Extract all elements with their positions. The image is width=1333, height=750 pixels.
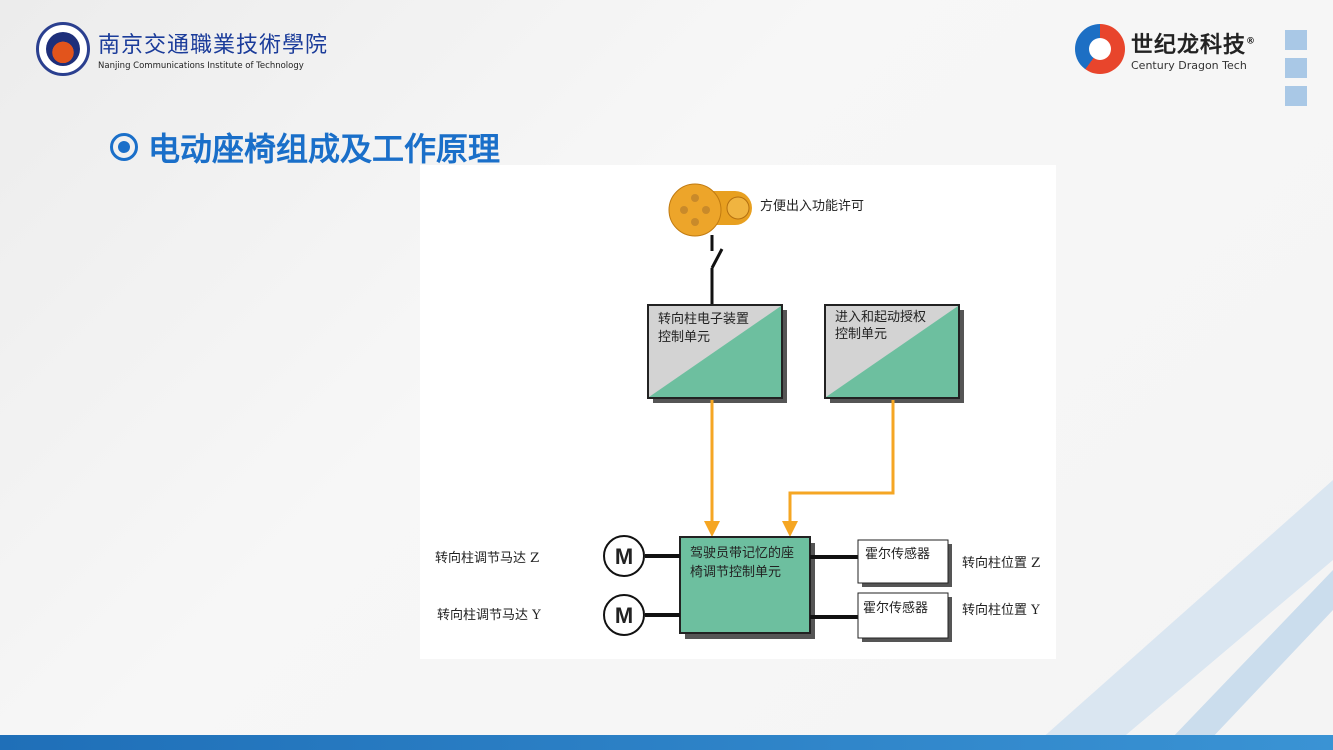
main-line1: 驾驶员带记忆的座 [690,545,794,561]
box2-line1: 进入和起动授权 [835,309,926,325]
school-name-cn: 南京交通職業技術學院 [98,33,329,58]
steering-column-control-unit: 转向柱电子装置 控制单元 [647,304,787,403]
school-logo: 南京交通職業技術學院 Nanjing Communications Instit… [36,22,328,76]
box1-line2: 控制单元 [658,330,710,345]
motor-z-label: 转向柱调节马达 Z [435,550,539,566]
wire [645,554,858,619]
motor-y-label: 转向柱调节马达 Y [437,607,541,623]
hall-sensor-y [857,592,949,639]
motor-symbol: M [615,603,633,628]
school-seal-icon [36,22,90,76]
school-name-en: Nanjing Communications Institute of Tech… [98,61,304,71]
box2-line2: 控制单元 [835,327,887,342]
decor-square [1285,86,1307,106]
motor-symbol: M [615,544,633,569]
position-z-label: 转向柱位置 Z [962,555,1040,571]
main-line2: 椅调节控制单元 [690,565,781,580]
decor-square [1285,30,1307,50]
motor-y-icon [603,594,645,636]
decor-stripes [1040,480,1333,740]
switch-line [710,235,724,305]
hall-y-label: 霍尔传感器 [863,600,928,616]
dragon-logo-icon [1075,24,1125,74]
position-y-label: 转向柱位置 Y [962,602,1040,618]
key-fob-icon [668,183,752,237]
seat-memory-control-unit: 驾驶员带记忆的座 椅调节控制单元 [679,536,815,639]
entry-start-authorization-unit: 进入和起动授权 控制单元 [824,304,964,403]
slide-title-text: 电动座椅组成及工作原理 [148,130,501,168]
box1-line1: 转向柱电子装置 [658,311,749,327]
arrow-icon [704,521,720,537]
key-label: 方便出入功能许可 [760,198,864,214]
brand-logo: 世纪龙科技® Century Dragon Tech [1075,24,1256,74]
brand-name-cn: 世纪龙科技 [1131,32,1247,58]
hall-sensor-z [857,539,949,584]
bullet-icon [110,133,138,161]
registered-mark: ® [1246,36,1257,47]
hall-z-label: 霍尔传感器 [865,546,930,562]
decor-square [1285,58,1307,78]
brand-name-en: Century Dragon Tech [1131,58,1247,72]
system-diagram: 方便出入功能许可 转向柱电子装置 控制单元 进入和起动授权 控制单元 驾驶员带记… [420,165,1056,659]
motor-z-icon [603,535,645,577]
slide-title: 电动座椅组成及工作原理 [110,124,500,170]
signal-line [710,400,895,523]
arrow-icon [782,521,798,537]
bottom-bar [0,735,1333,750]
